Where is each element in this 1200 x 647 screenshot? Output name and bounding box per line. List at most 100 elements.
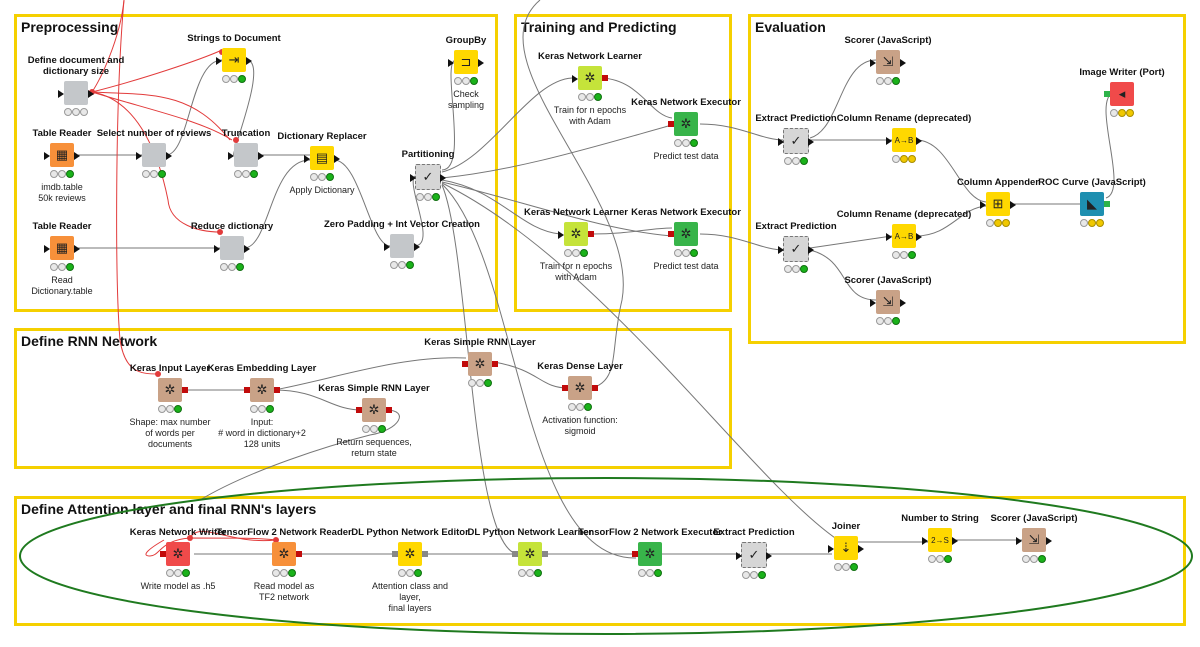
input-port[interactable] <box>244 387 250 393</box>
node-extract2[interactable]: Extract Prediction✓ <box>746 221 846 273</box>
node-extract3[interactable]: Extract Prediction✓ <box>704 527 804 579</box>
node-icon[interactable]: ⊞ <box>980 192 1016 216</box>
node-tablereader2[interactable]: Table Reader▦Read Dictionary.table <box>12 221 112 297</box>
input-port[interactable] <box>886 137 892 145</box>
input-port[interactable] <box>558 231 564 239</box>
node-icon[interactable] <box>384 234 420 258</box>
node-colapp[interactable]: Column Appender⊞ <box>948 177 1048 227</box>
node-icon[interactable]: ◂ <box>1104 82 1134 106</box>
output-port[interactable] <box>952 537 958 545</box>
node-icon[interactable]: ✲ <box>392 542 428 566</box>
node-zeropad[interactable]: Zero Padding + Int Vector Creation <box>324 219 480 269</box>
node-icon[interactable] <box>136 143 172 167</box>
node-icon[interactable] <box>214 236 250 260</box>
node-scorer3[interactable]: Scorer (JavaScript)⇲ <box>984 513 1084 563</box>
output-port[interactable] <box>74 152 80 160</box>
node-selreviews[interactable]: Select number of reviews <box>97 128 211 178</box>
input-port[interactable] <box>228 152 234 160</box>
input-port[interactable] <box>136 152 142 160</box>
input-port[interactable] <box>778 138 784 146</box>
node-icon[interactable]: ✲ <box>558 222 594 246</box>
node-tf2reader[interactable]: TensorFlow 2 Network Reader✲Read model a… <box>216 527 352 603</box>
input-port[interactable] <box>828 545 834 553</box>
node-defdoc[interactable]: Define document and dictionary size <box>26 55 126 116</box>
node-icon[interactable]: ✲ <box>668 112 698 136</box>
input-port[interactable] <box>512 551 518 557</box>
output-port[interactable] <box>900 59 906 67</box>
output-port[interactable] <box>766 552 772 560</box>
output-port[interactable] <box>246 57 252 65</box>
node-icon[interactable]: ✓ <box>410 164 446 190</box>
input-port[interactable] <box>870 59 876 67</box>
node-knl2[interactable]: Keras Network Learner✲Train for n epochs… <box>524 207 628 283</box>
output-port[interactable] <box>858 545 864 553</box>
output-port[interactable] <box>414 243 420 251</box>
output-port[interactable] <box>916 137 922 145</box>
node-dlpe[interactable]: DL Python Network Editor✲Attention class… <box>351 527 469 614</box>
output-port[interactable] <box>808 246 814 254</box>
node-icon[interactable]: ✲ <box>356 398 392 422</box>
output-port[interactable] <box>74 245 80 253</box>
input-port[interactable] <box>392 551 398 557</box>
input-port[interactable] <box>462 361 468 367</box>
node-icon[interactable]: ▦ <box>44 143 80 167</box>
output-port[interactable] <box>274 387 280 393</box>
node-icon[interactable]: ⊐ <box>448 50 484 74</box>
node-knw[interactable]: Keras Network Writer✲Write model as .h5 <box>128 527 228 592</box>
output-port[interactable] <box>422 551 428 557</box>
input-port[interactable] <box>980 201 986 209</box>
input-port[interactable] <box>1016 537 1022 545</box>
node-icon[interactable]: ✲ <box>244 378 280 402</box>
node-icon[interactable]: ▤ <box>304 146 340 170</box>
input-port[interactable] <box>216 57 222 65</box>
node-icon[interactable]: A→B <box>886 224 922 248</box>
node-icon[interactable]: ⇲ <box>1016 528 1052 552</box>
node-icon[interactable]: ✲ <box>160 542 190 566</box>
node-icon[interactable]: ✲ <box>572 66 608 90</box>
input-port[interactable] <box>44 152 50 160</box>
node-icon[interactable]: ⇥ <box>216 48 252 72</box>
node-ksrnn1[interactable]: Keras Simple RNN Layer✲Return sequences,… <box>318 383 429 459</box>
output-port[interactable] <box>1010 201 1016 209</box>
node-kinput[interactable]: Keras Input Layer✲Shape: max number of w… <box>120 363 220 450</box>
node-kne2[interactable]: Keras Network Executor✲Predict test data <box>631 207 741 272</box>
node-icon[interactable]: ◣ <box>1080 192 1110 216</box>
node-dlpl[interactable]: DL Python Network Learner✲ <box>468 527 592 577</box>
output-port[interactable] <box>182 387 188 393</box>
node-icon[interactable]: ⇲ <box>870 50 906 74</box>
node-icon[interactable]: ✲ <box>562 376 598 400</box>
input-port[interactable] <box>572 75 578 83</box>
node-ksrnn2[interactable]: Keras Simple RNN Layer✲ <box>424 337 536 387</box>
node-groupby[interactable]: GroupBy⊐Check sampling <box>416 35 516 111</box>
node-joiner[interactable]: Joiner⇣ <box>796 521 896 571</box>
input-port[interactable] <box>448 59 454 67</box>
output-port[interactable] <box>602 75 608 81</box>
node-icon[interactable]: A→B <box>886 128 922 152</box>
node-icon[interactable]: ✓ <box>778 236 814 262</box>
output-port[interactable] <box>244 245 250 253</box>
node-icon[interactable]: ✲ <box>632 542 662 566</box>
node-icon[interactable]: ✓ <box>736 542 772 568</box>
node-reducedict[interactable]: Reduce dictionary <box>182 221 282 271</box>
input-port[interactable] <box>356 407 362 413</box>
output-port[interactable] <box>542 551 548 557</box>
node-kdense[interactable]: Keras Dense Layer✲Activation function: s… <box>530 361 630 437</box>
output-port[interactable] <box>334 155 340 163</box>
node-icon[interactable]: ✲ <box>462 352 498 376</box>
output-port[interactable] <box>166 152 172 160</box>
output-port[interactable] <box>478 59 484 67</box>
input-port[interactable] <box>384 243 390 251</box>
output-port[interactable] <box>1046 537 1052 545</box>
node-icon[interactable]: ✲ <box>272 542 302 566</box>
input-port[interactable] <box>886 233 892 241</box>
input-port[interactable] <box>304 155 310 163</box>
output-port[interactable] <box>900 299 906 307</box>
node-colren2[interactable]: Column Rename (deprecated)A→B <box>837 209 971 259</box>
node-icon[interactable]: ✲ <box>158 378 188 402</box>
node-kne1[interactable]: Keras Network Executor✲Predict test data <box>631 97 741 162</box>
input-port[interactable] <box>44 245 50 253</box>
input-port[interactable] <box>160 551 166 557</box>
output-port[interactable] <box>88 90 94 98</box>
node-knl1[interactable]: Keras Network Learner✲Train for n epochs… <box>538 51 642 127</box>
